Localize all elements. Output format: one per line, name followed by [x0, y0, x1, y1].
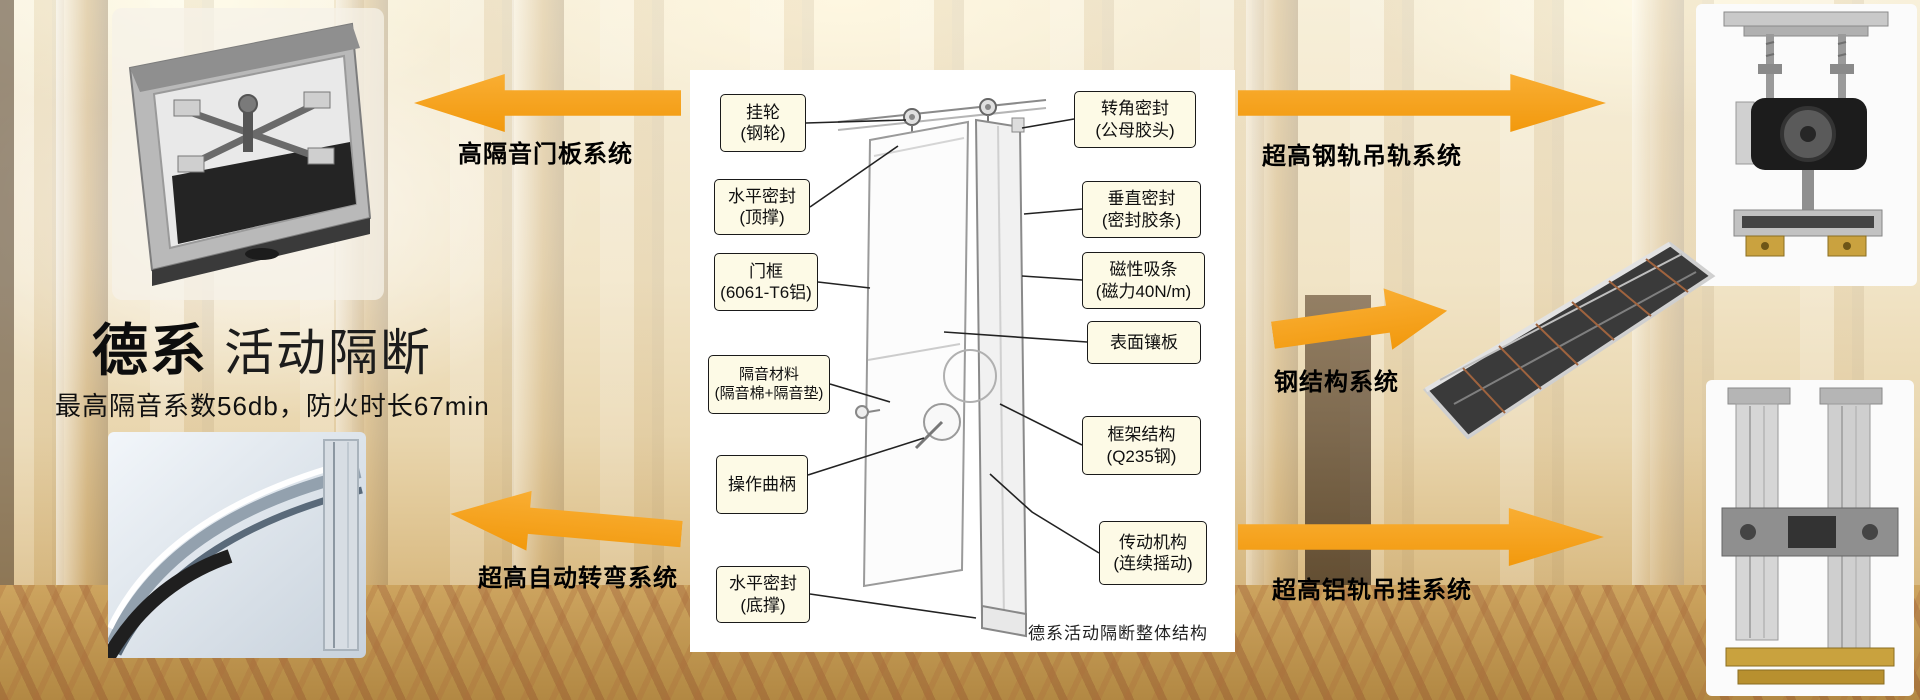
- callout-name: 磁性吸条: [1109, 260, 1178, 280]
- callout-frame-structure: 框架结构 (Q235钢): [1082, 416, 1201, 475]
- callout-surface-panel: 表面镶板: [1087, 321, 1201, 364]
- callout-magnetic-strip: 磁性吸条 (磁力40N/m): [1082, 252, 1205, 309]
- callout-detail: (隔音棉+隔音垫): [714, 384, 824, 402]
- brand-title-bold: 德系: [92, 319, 208, 382]
- product-photo-door-panel-mechanism: [112, 8, 384, 300]
- callout-detail: (顶撑): [739, 208, 785, 227]
- brand-title: 德系 活动隔断: [92, 306, 432, 387]
- callout-name: 传动机构: [1119, 532, 1187, 552]
- callout-name: 水平密封: [728, 186, 796, 206]
- aluminum-rail-hanger-illustration: [1706, 380, 1914, 696]
- label-aluminum-rail-system: 超高铝轨吊挂系统: [1272, 577, 1472, 604]
- callout-vertical-seal: 垂直密封 (密封胶条): [1082, 181, 1201, 238]
- steel-structure-illustration: [1422, 241, 1716, 440]
- callout-soundproof-material: 隔音材料 (隔音棉+隔音垫): [708, 355, 830, 414]
- callout-detail: (底撑): [740, 595, 786, 615]
- callout-name: 水平密封: [729, 574, 797, 594]
- callout-horizontal-seal-bottom: 水平密封 (底撑): [716, 566, 810, 623]
- callout-corner-seal: 转角密封 (公母胶头): [1074, 91, 1196, 148]
- callout-detail: (钢轮): [740, 124, 786, 143]
- brand-title-light: 活动隔断: [224, 325, 432, 381]
- callout-name: 表面镶板: [1110, 332, 1178, 352]
- callout-name: 转角密封: [1101, 99, 1169, 119]
- left-wall-edge: [0, 0, 14, 700]
- label-steel-structure-system: 钢结构系统: [1274, 369, 1399, 396]
- callout-drive-mechanism: 传动机构 (连续摇动): [1099, 521, 1207, 585]
- callout-detail: (6061-T6铝): [720, 283, 812, 302]
- callout-hanging-wheel: 挂轮 (钢轮): [720, 94, 806, 152]
- callout-name: 操作曲柄: [728, 474, 796, 494]
- product-photo-aluminum-rail-hanger: [1706, 380, 1914, 696]
- callout-detail: (连续摇动): [1113, 554, 1193, 573]
- product-photo-steel-rail-hanger: [1696, 4, 1917, 286]
- product-photo-curved-track: [108, 432, 366, 658]
- callout-connector-lines: [805, 118, 1100, 619]
- pillar: [1246, 0, 1298, 585]
- label-door-panel-system: 高隔音门板系统: [458, 141, 633, 168]
- partition-diagram-panel: 挂轮 (钢轮) 水平密封 (顶撑) 门框 (6061-T6铝) 隔音材料 (隔音…: [690, 70, 1235, 652]
- partition-structure-diagram: [805, 98, 1100, 638]
- door-panel-mechanism-illustration: [112, 8, 384, 300]
- product-photo-steel-structure: [1420, 232, 1716, 458]
- callout-name: 框架结构: [1107, 425, 1176, 445]
- callout-detail: (密封胶条): [1101, 210, 1182, 230]
- callout-door-frame: 门框 (6061-T6铝): [714, 253, 818, 311]
- curved-track-illustration: [108, 432, 366, 658]
- callout-detail: (公母胶头): [1095, 120, 1175, 140]
- label-steel-rail-system: 超高钢轨吊轨系统: [1262, 143, 1462, 170]
- diagram-caption: 德系活动隔断整体结构: [1028, 624, 1208, 643]
- callout-name: 门框: [749, 261, 783, 281]
- callout-operating-crank: 操作曲柄: [716, 455, 808, 514]
- callout-horizontal-seal-top: 水平密封 (顶撑): [714, 179, 810, 235]
- callout-detail: (Q235钢): [1106, 446, 1177, 466]
- steel-rail-hanger-illustration: [1696, 4, 1917, 286]
- pillar: [56, 0, 108, 585]
- callout-name: 隔音材料: [738, 365, 799, 383]
- callout-detail: (磁力40N/m): [1095, 281, 1192, 301]
- label-auto-turn-system: 超高自动转弯系统: [478, 565, 678, 592]
- brand-subtitle: 最高隔音系数56db，防火时长67min: [55, 391, 490, 421]
- callout-name: 挂轮: [746, 102, 780, 122]
- callout-name: 垂直密封: [1107, 189, 1176, 209]
